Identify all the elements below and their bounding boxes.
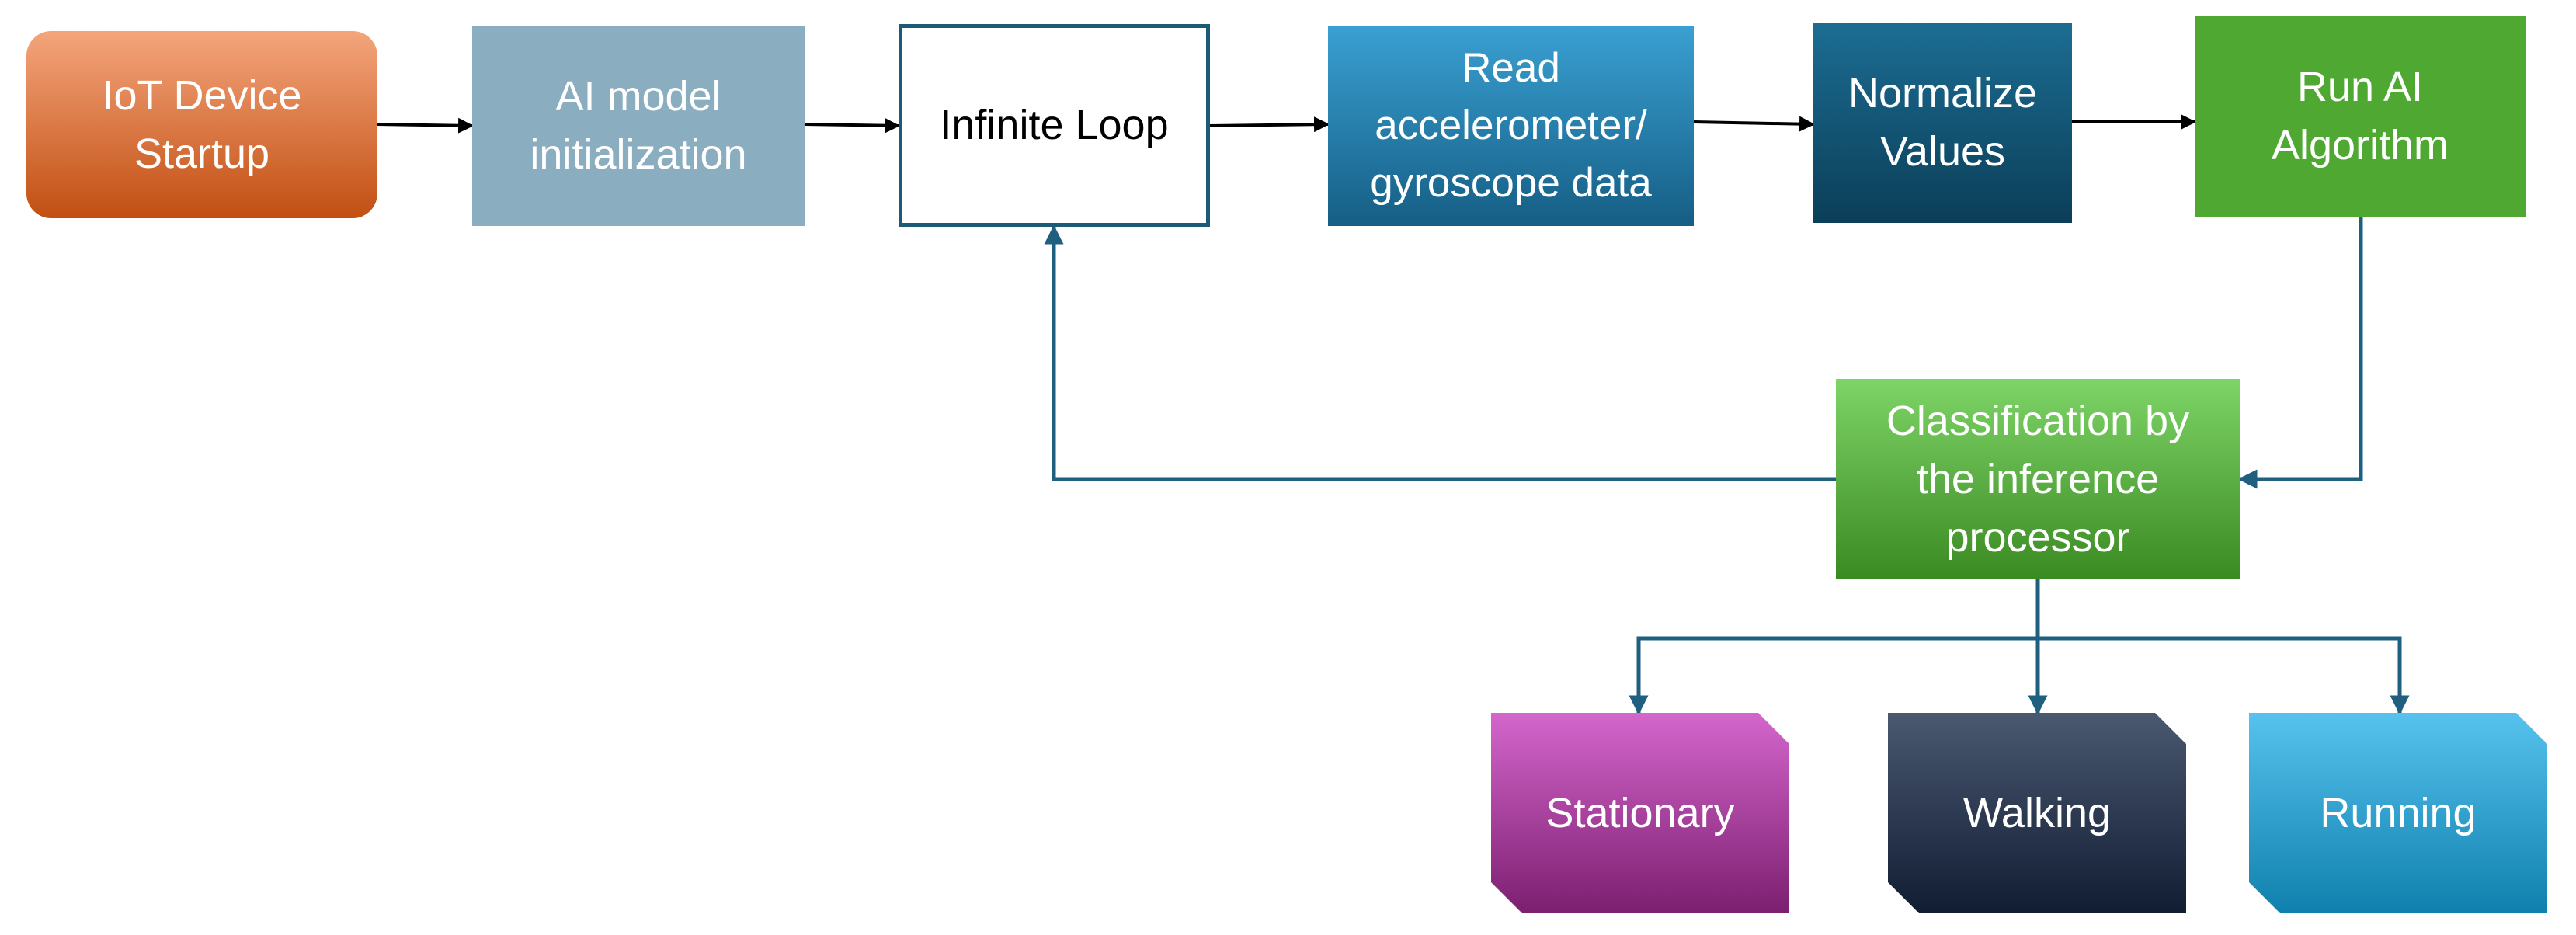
node-label: Walking <box>1962 789 2112 836</box>
node-ai-model-initialization: AI model initialization <box>472 26 805 226</box>
node-classification: Classification by the inference processo… <box>1836 379 2240 579</box>
node-label: Infinite Loop <box>940 102 1169 148</box>
arrow-classify-to-loop <box>1044 224 1836 481</box>
arrow-loop-to-read <box>1209 116 1330 133</box>
node-label: Running <box>2320 789 2477 836</box>
arrow-classify-to-stationary <box>1629 636 2038 715</box>
node-read-sensor-data: Read accelerometer/ gyroscope data <box>1328 26 1694 226</box>
arrow-startup-to-init <box>377 117 474 134</box>
node-stationary: Stationary <box>1491 713 1789 913</box>
arrow-read-to-normalize <box>1693 116 1815 132</box>
connectors <box>377 114 2410 715</box>
node-label: Normalize Values <box>1848 70 2038 175</box>
node-run-ai-algorithm: Run AI Algorithm <box>2195 16 2526 217</box>
rounded-box-shape <box>26 31 377 218</box>
arrow-init-to-loop <box>804 117 900 134</box>
node-iot-device-startup: IoT Device Startup <box>26 31 377 218</box>
node-label: IoT Device Startup <box>102 71 302 177</box>
node-label: Run AI Algorithm <box>2271 64 2449 169</box>
node-label: Read accelerometer/ gyroscope data <box>1370 45 1652 206</box>
arrow-run-to-classify <box>2237 217 2363 489</box>
node-label: AI model initialization <box>530 73 747 178</box>
snipped-corner-shape <box>1888 713 2186 913</box>
snipped-corner-shape <box>1491 713 1789 913</box>
node-walking: Walking <box>1888 713 2186 913</box>
node-normalize-values: Normalize Values <box>1813 23 2072 223</box>
node-running: Running <box>2249 713 2547 913</box>
arrow-classify-to-running <box>2038 636 2410 715</box>
node-infinite-loop: Infinite Loop <box>899 24 1210 227</box>
snipped-corner-shape <box>2249 713 2547 913</box>
node-label: Classification by the inference processo… <box>1886 397 2190 561</box>
node-label: Stationary <box>1545 789 1735 836</box>
